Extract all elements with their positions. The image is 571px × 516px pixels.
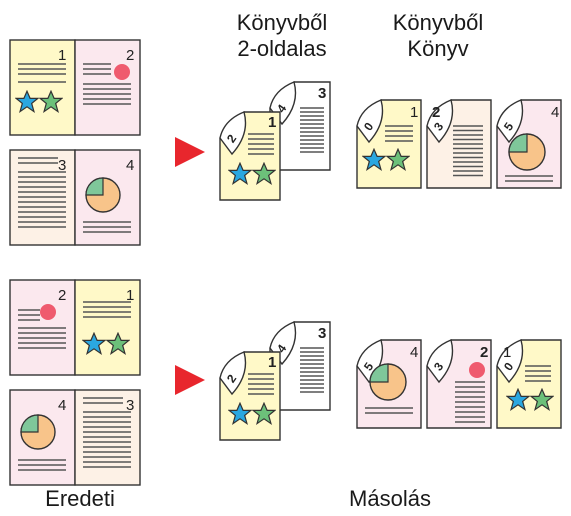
arrow-right-icon	[175, 365, 205, 395]
label-copy: Másolás	[349, 486, 431, 511]
page	[74, 279, 141, 376]
page-number: 2	[432, 104, 440, 121]
page-curl	[496, 339, 524, 384]
label-book-to-book-line2: Könyv	[407, 36, 469, 61]
page-curl	[356, 99, 384, 144]
page-number: 3	[318, 325, 326, 342]
label-book-to-book: Könyvből Könyv	[368, 10, 508, 62]
arrow-right-icon	[175, 365, 205, 395]
page-number: 4	[410, 344, 418, 361]
page-number: 1	[268, 114, 276, 131]
original-book-top: 1 2 3 4	[9, 39, 141, 246]
pie-slice	[369, 363, 389, 383]
page-curl	[219, 351, 247, 396]
page-curl	[426, 339, 454, 384]
page-number: 2	[126, 47, 134, 64]
pie-slice	[20, 414, 39, 433]
label-booklet-to-2-sided-line2: 2-oldalas	[237, 36, 327, 61]
page-number: 3	[126, 397, 134, 414]
label-booklet-to-2-sided-line1: Könyvből	[236, 10, 328, 35]
page-number: 4	[126, 157, 134, 174]
page-number: 2	[480, 344, 488, 361]
arrow-right-icon	[175, 137, 205, 167]
label-original: Eredeti	[45, 486, 115, 511]
pie-slice	[508, 133, 528, 153]
page	[9, 389, 76, 486]
page-number: 3	[58, 157, 66, 174]
label-book-to-book-line1: Könyvből	[392, 10, 484, 35]
page-curl	[496, 99, 524, 144]
page-curl	[426, 99, 454, 144]
label-booklet-to-2-sided: Könyvből 2-oldalas	[212, 10, 352, 62]
arrow-right-icon	[175, 137, 205, 167]
pie-slice	[85, 177, 104, 196]
page-number: 1	[126, 287, 134, 304]
page-number: 1	[58, 47, 66, 64]
page-number: 4	[58, 397, 66, 414]
red-dot-icon	[114, 64, 130, 80]
page	[74, 39, 141, 136]
page-number: 1	[503, 344, 511, 361]
page-number: 3	[318, 85, 326, 102]
red-dot-icon	[40, 304, 56, 320]
original-book-bottom: 2 1 4 3	[9, 279, 141, 486]
folded-page: 3	[426, 339, 492, 429]
page-curl	[219, 111, 247, 156]
page-number: 1	[410, 104, 418, 121]
red-dot-icon	[469, 362, 485, 378]
page-number: 4	[551, 104, 559, 121]
page-number: 1	[268, 354, 276, 371]
page-number: 2	[58, 287, 66, 304]
